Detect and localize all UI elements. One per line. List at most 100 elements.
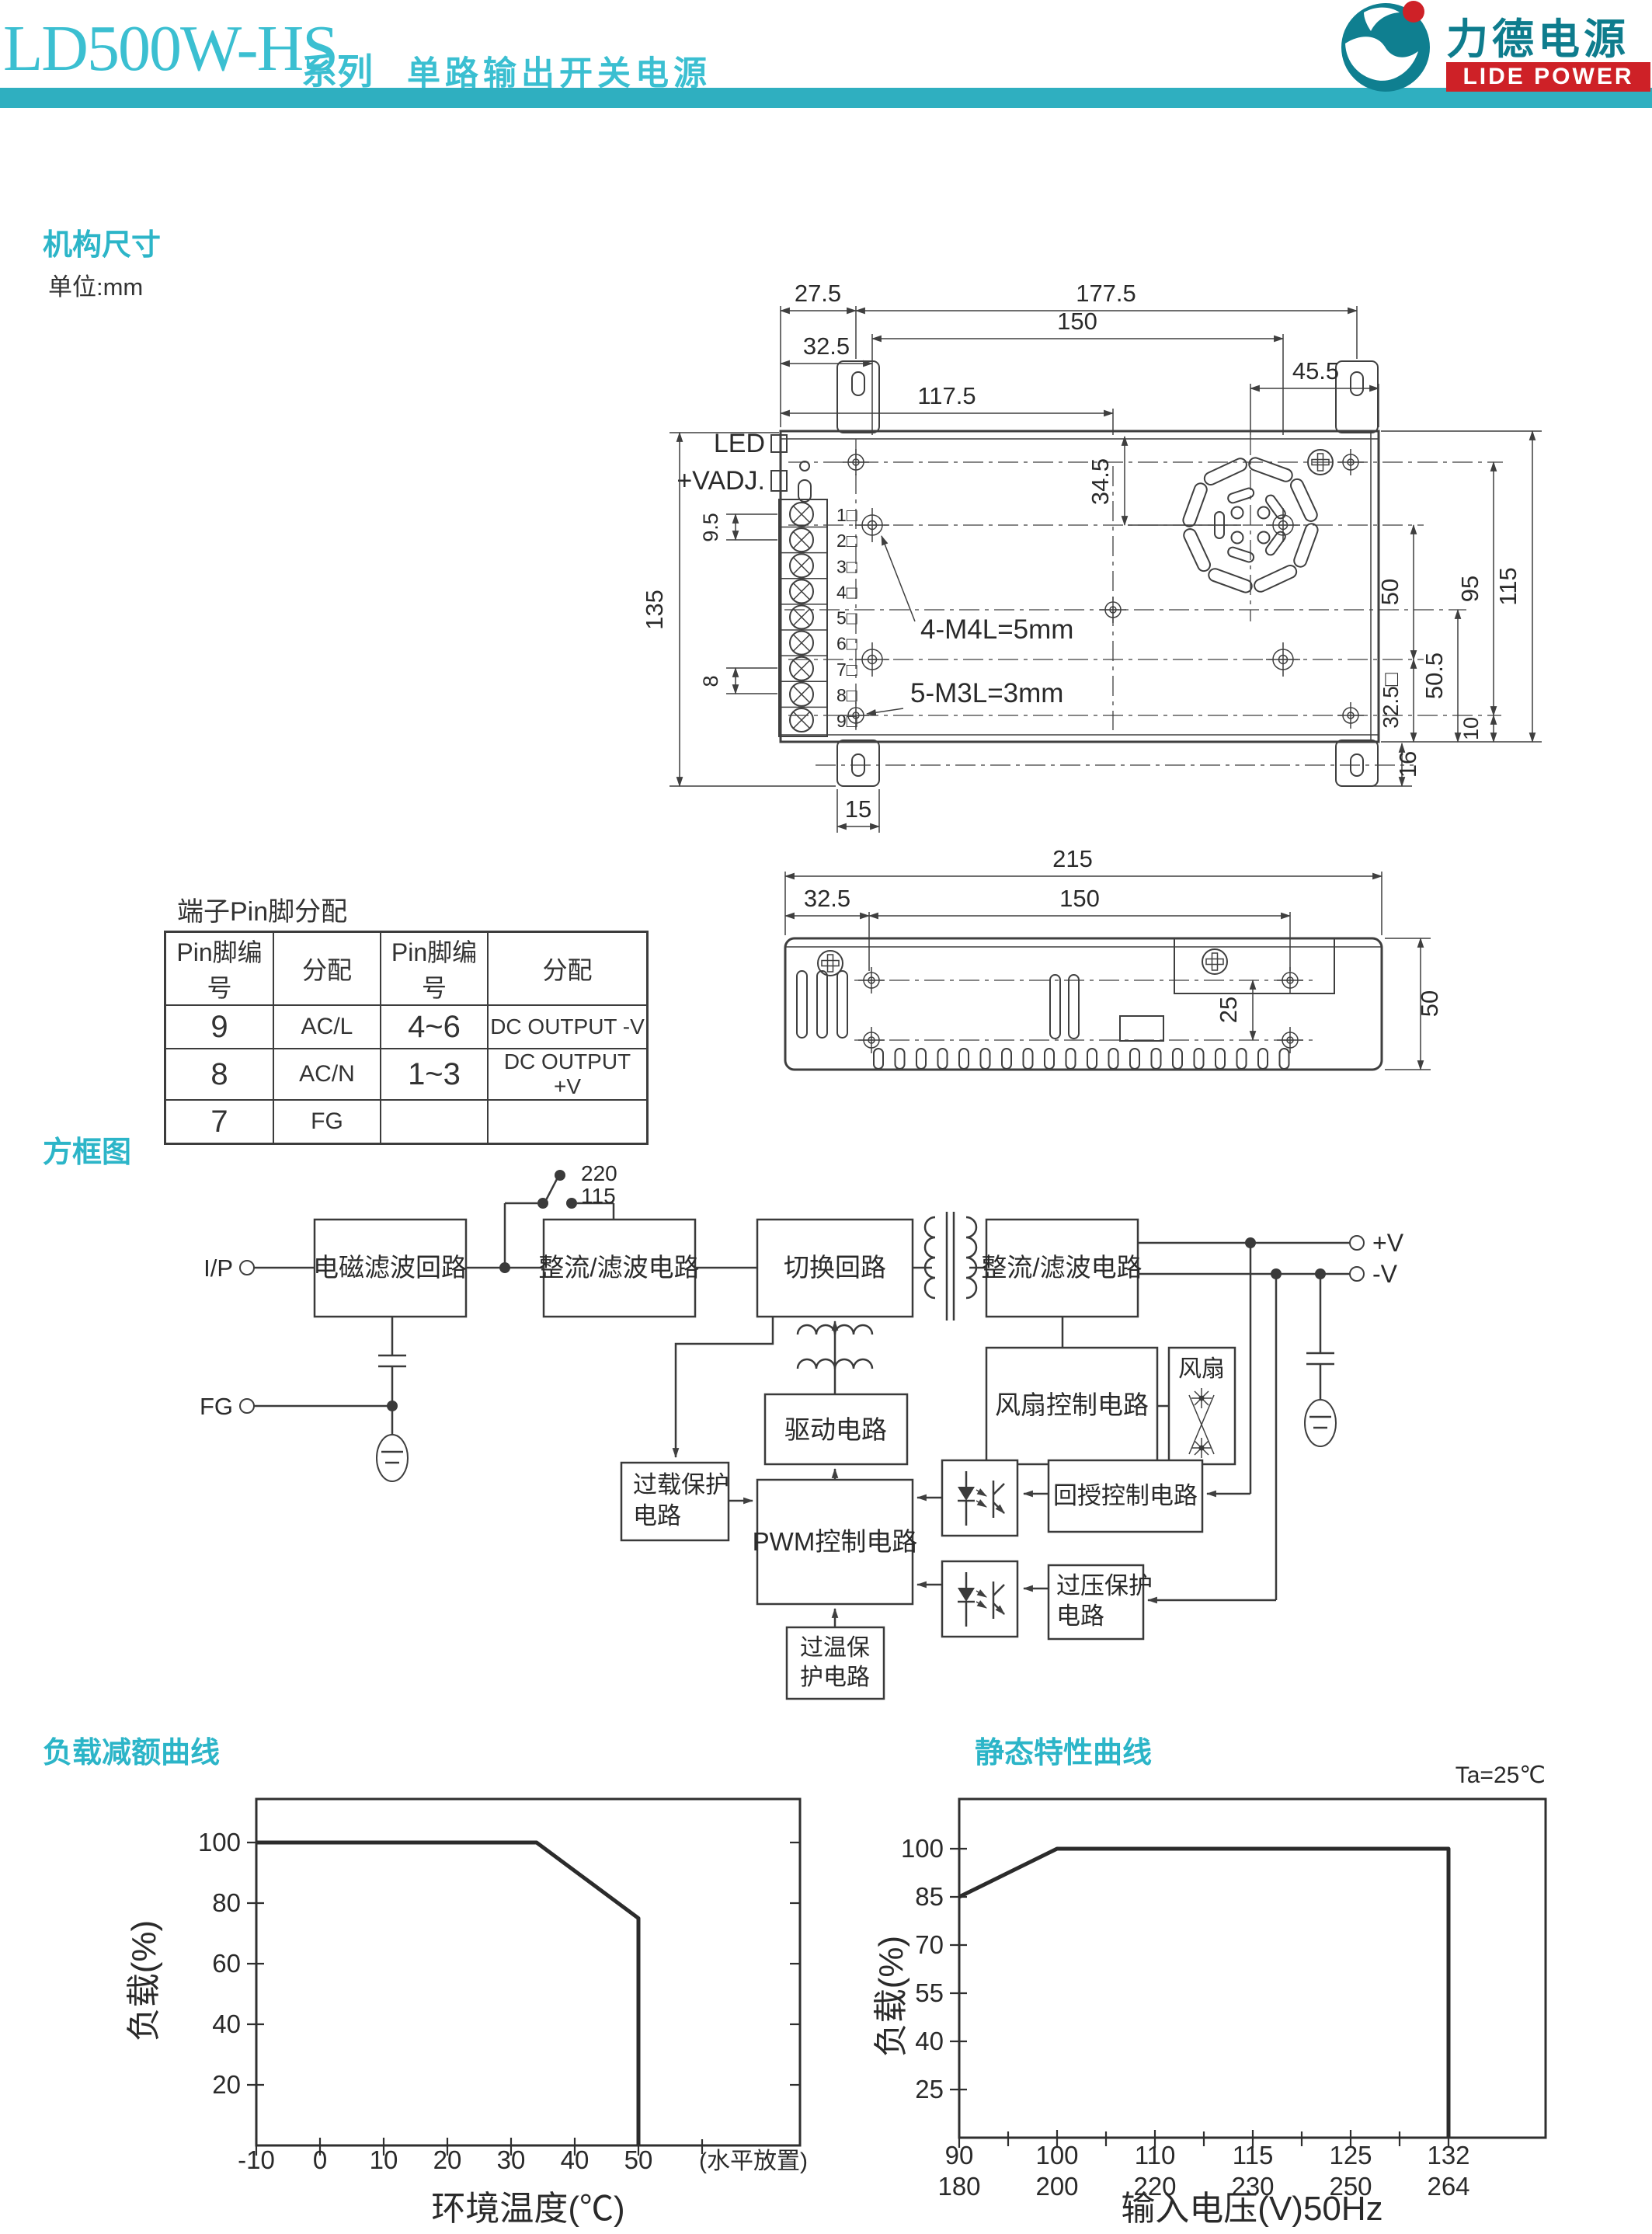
pin-alloc — [487, 1099, 649, 1145]
terminal-label: 5□ — [836, 608, 857, 628]
dim-117-5: 117.5 — [917, 382, 976, 409]
louver — [1172, 1048, 1183, 1070]
drive-coupling — [796, 1320, 874, 1394]
transformer-symbol — [913, 1212, 986, 1321]
col-header: 分配 — [487, 931, 649, 1006]
pwm-control-label: PWM控制电路 — [753, 1527, 918, 1556]
dim-177-5: 177.5 — [1076, 280, 1136, 307]
side-view-drawing: 215 32.5 150 25 50 — [784, 845, 1443, 1071]
fan-control-label: 风扇控制电路 — [995, 1390, 1149, 1419]
static-xlabel: 输入电压(V)50Hz — [1121, 2190, 1382, 2228]
phillips-screw — [1202, 948, 1228, 975]
fg-capacitor-ground — [376, 1317, 409, 1482]
pin-number: 7 — [164, 1099, 274, 1145]
fan-hole — [1230, 531, 1244, 545]
dim-27-5: 27.5 — [795, 280, 841, 307]
dim-25: 25 — [1215, 997, 1242, 1023]
terminal-screw — [789, 579, 814, 604]
y-tick-label: 100 — [198, 1828, 241, 1856]
derating-xlabel: 环境温度(℃) — [431, 2190, 624, 2228]
bottom-louvers — [873, 1048, 1290, 1070]
vminus-label: -V — [1372, 1260, 1398, 1288]
pot-slot — [798, 479, 812, 503]
pin-number: 4~6 — [380, 1004, 489, 1049]
fan-slot — [1227, 487, 1255, 504]
fan-slot — [1290, 478, 1318, 522]
terminal-label: 6□ — [836, 634, 857, 654]
side-vents — [796, 970, 848, 1039]
louver — [1022, 1048, 1034, 1070]
louver — [1001, 1048, 1012, 1070]
voltage-select-switch: 220 115 — [503, 1161, 617, 1268]
dim-150-side: 150 — [1059, 885, 1100, 912]
vadj-label: +VADJ. — [676, 466, 765, 496]
logo-text-cn: 力德电源 — [1446, 16, 1629, 63]
otp-box — [785, 1626, 885, 1700]
overload-protect-label1: 过载保护 — [633, 1471, 729, 1498]
page-title-series: 系列 — [301, 51, 373, 92]
drive-circuit-box — [763, 1393, 909, 1466]
rectifier-filter-label: 整流/滤波电路 — [538, 1253, 699, 1282]
y-tick-label: 25 — [915, 2075, 944, 2104]
louver — [1215, 1048, 1226, 1070]
x-tick-label: 0 — [313, 2145, 327, 2174]
vplus-terminal — [1349, 1235, 1365, 1251]
x-tick-label: 100 — [1035, 2141, 1078, 2170]
y-tick-label: 80 — [212, 1888, 241, 1917]
optocoupler-box — [941, 1560, 1019, 1638]
pin-alloc: DC OUTPUT -V — [487, 1004, 649, 1049]
table-row: 7 FG — [164, 1099, 649, 1145]
terminal-screw — [789, 656, 814, 681]
terminal-screw — [789, 553, 814, 579]
vplus-label: +V — [1372, 1229, 1404, 1257]
dim-10: 10 — [1459, 717, 1483, 740]
terminal-label: 2□ — [836, 531, 857, 551]
switch-115-label: 115 — [581, 1184, 616, 1208]
pin-number: 1~3 — [380, 1048, 489, 1101]
terminal-screw — [789, 681, 814, 707]
unit-label: 单位:mm — [48, 273, 144, 301]
y-tick-label: 20 — [212, 2070, 241, 2099]
overload-protect-label2: 电路 — [633, 1502, 681, 1529]
y-tick-label: 70 — [915, 1930, 944, 1959]
ovp-box — [1047, 1564, 1145, 1641]
switch-220-label: 220 — [581, 1161, 617, 1185]
section-title-block: 方框图 — [43, 1136, 132, 1169]
x-tick-label: 115 — [1233, 2141, 1274, 2170]
slot — [1049, 974, 1061, 1039]
terminal-screw — [789, 527, 814, 553]
terminal-label: 9□ — [836, 711, 857, 731]
fan-grille — [1182, 457, 1319, 593]
x-tick-label: 10 — [370, 2145, 398, 2174]
terminal-label: 4□ — [836, 582, 857, 602]
header-divider-bar — [0, 88, 1652, 108]
ip-terminal — [239, 1260, 255, 1275]
terminal-label: 1□ — [836, 505, 857, 525]
drive-circuit-label: 驱动电路 — [784, 1415, 887, 1444]
side-dim-lines — [784, 872, 1424, 1071]
louver — [979, 1048, 991, 1070]
x-tick-label: 250 — [1329, 2172, 1372, 2201]
pin-number: 8 — [164, 1048, 274, 1101]
led-label: LED — [714, 429, 765, 458]
dim-115: 115 — [1494, 567, 1522, 605]
louver — [958, 1048, 969, 1070]
col-header: Pin脚编号 — [380, 931, 489, 1006]
louver — [1193, 1048, 1205, 1070]
section-title-static: 静态特性曲线 — [975, 1737, 1153, 1769]
fg-terminal-label: FG — [200, 1393, 233, 1420]
emi-filter-box — [313, 1218, 468, 1318]
component — [1119, 1015, 1164, 1042]
ip-terminal-label: I/P — [203, 1254, 233, 1282]
terminal-screw — [789, 502, 814, 527]
page-title-model: LD500W-HS — [3, 12, 339, 85]
fan-hole — [1257, 506, 1271, 520]
mounting-tab — [836, 360, 1379, 787]
x-tick-label: 125 — [1329, 2141, 1372, 2170]
block-diagram: I/P 电磁滤波回路 220 115 整流/滤波电路 — [200, 1161, 1404, 1700]
section-title-derating: 负载减额曲线 — [43, 1737, 221, 1769]
section-title-mech: 机构尺寸 — [43, 229, 162, 262]
switching-circuit-label: 切换回路 — [784, 1253, 886, 1282]
